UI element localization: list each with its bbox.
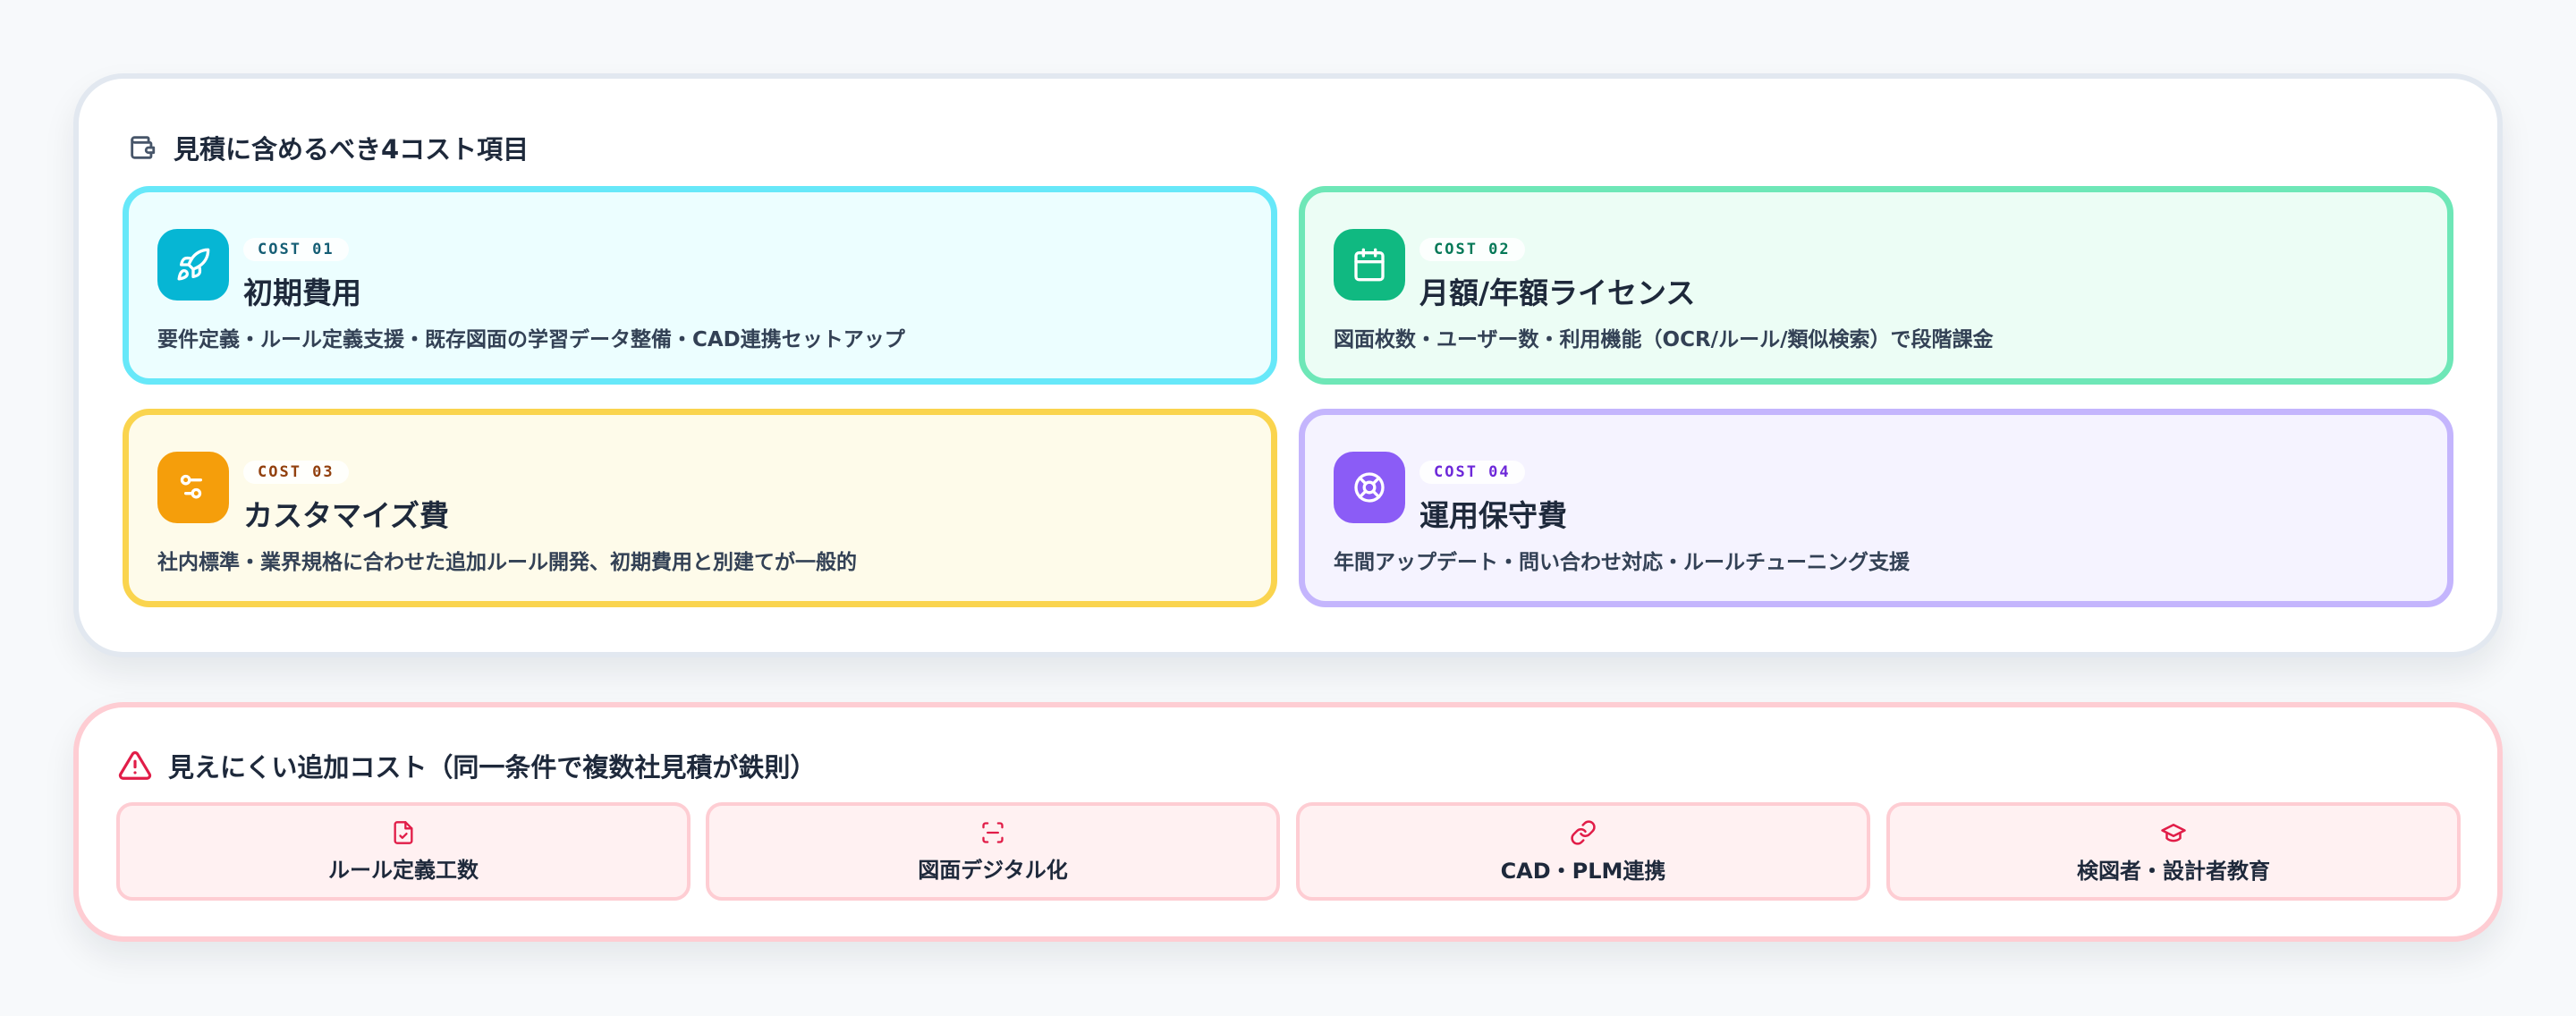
sliders-icon (157, 452, 229, 523)
cost-badge: COST 04 (1419, 461, 1525, 484)
hidden-cost-label: ルール定義工数 (328, 857, 479, 883)
hidden-cost-rule-definition: ルール定義工数 (116, 802, 691, 901)
hidden-costs-panel: 見えにくい追加コスト（同一条件で複数社見積が鉄則） ルール定義工数 図面デジタル… (73, 702, 2503, 942)
cost-items-panel: 見積に含めるべき4コスト項目 COST 01 初期費用 要件定義・ルール定義支援… (73, 73, 2503, 657)
card-description: 年間アップデート・問い合わせ対応・ルールチューニング支援 (1334, 551, 1910, 574)
graduation-cap-icon (2160, 819, 2187, 846)
warning-triangle-icon (118, 749, 152, 783)
card-title: 初期費用 (243, 275, 361, 310)
card-description: 社内標準・業界規格に合わせた追加ルール開発、初期費用と別建てが一般的 (157, 551, 857, 574)
card-title: カスタマイズ費 (243, 498, 450, 533)
hidden-cost-digitization: 図面デジタル化 (706, 802, 1280, 901)
hidden-cost-label: 検図者・設計者教育 (2077, 858, 2270, 884)
section-title: 見積に含めるべき4コスト項目 (127, 129, 529, 166)
lifebuoy-icon (1334, 452, 1405, 523)
section-title: 見えにくい追加コスト（同一条件で複数社見積が鉄則） (118, 747, 816, 784)
card-description: 図面枚数・ユーザー数・利用機能（OCR/ルール/類似検索）で段階課金 (1334, 328, 1994, 351)
link-icon (1570, 819, 1597, 846)
rocket-icon (157, 229, 229, 301)
hidden-cost-label: 図面デジタル化 (918, 857, 1068, 883)
cost-badge: COST 03 (243, 461, 349, 484)
cost-card-customize: COST 03 カスタマイズ費 社内標準・業界規格に合わせた追加ルール開発、初期… (123, 409, 1277, 607)
card-description: 要件定義・ルール定義支援・既存図面の学習データ整備・CAD連携セットアップ (157, 328, 905, 351)
scan-icon (980, 820, 1005, 845)
cost-card-initial: COST 01 初期費用 要件定義・ルール定義支援・既存図面の学習データ整備・C… (123, 186, 1277, 385)
file-check-icon (391, 820, 416, 845)
calendar-icon (1334, 229, 1405, 301)
hidden-cost-cad-plm: CAD・PLM連携 (1296, 802, 1870, 901)
section-title-text: 見えにくい追加コスト（同一条件で複数社見積が鉄則） (168, 752, 817, 783)
cost-badge: COST 02 (1419, 238, 1525, 261)
card-title: 運用保守費 (1419, 498, 1567, 533)
cost-card-license: COST 02 月額/年額ライセンス 図面枚数・ユーザー数・利用機能（OCR/ル… (1299, 186, 2453, 385)
hidden-cost-training: 検図者・設計者教育 (1886, 802, 2461, 901)
hidden-cost-label: CAD・PLM連携 (1500, 858, 1666, 884)
cost-badge: COST 01 (243, 238, 349, 261)
wallet-icon (127, 132, 157, 163)
section-title-text: 見積に含めるべき4コスト項目 (174, 134, 530, 165)
cost-card-maintenance: COST 04 運用保守費 年間アップデート・問い合わせ対応・ルールチューニング… (1299, 409, 2453, 607)
card-title: 月額/年額ライセンス (1419, 275, 1696, 310)
